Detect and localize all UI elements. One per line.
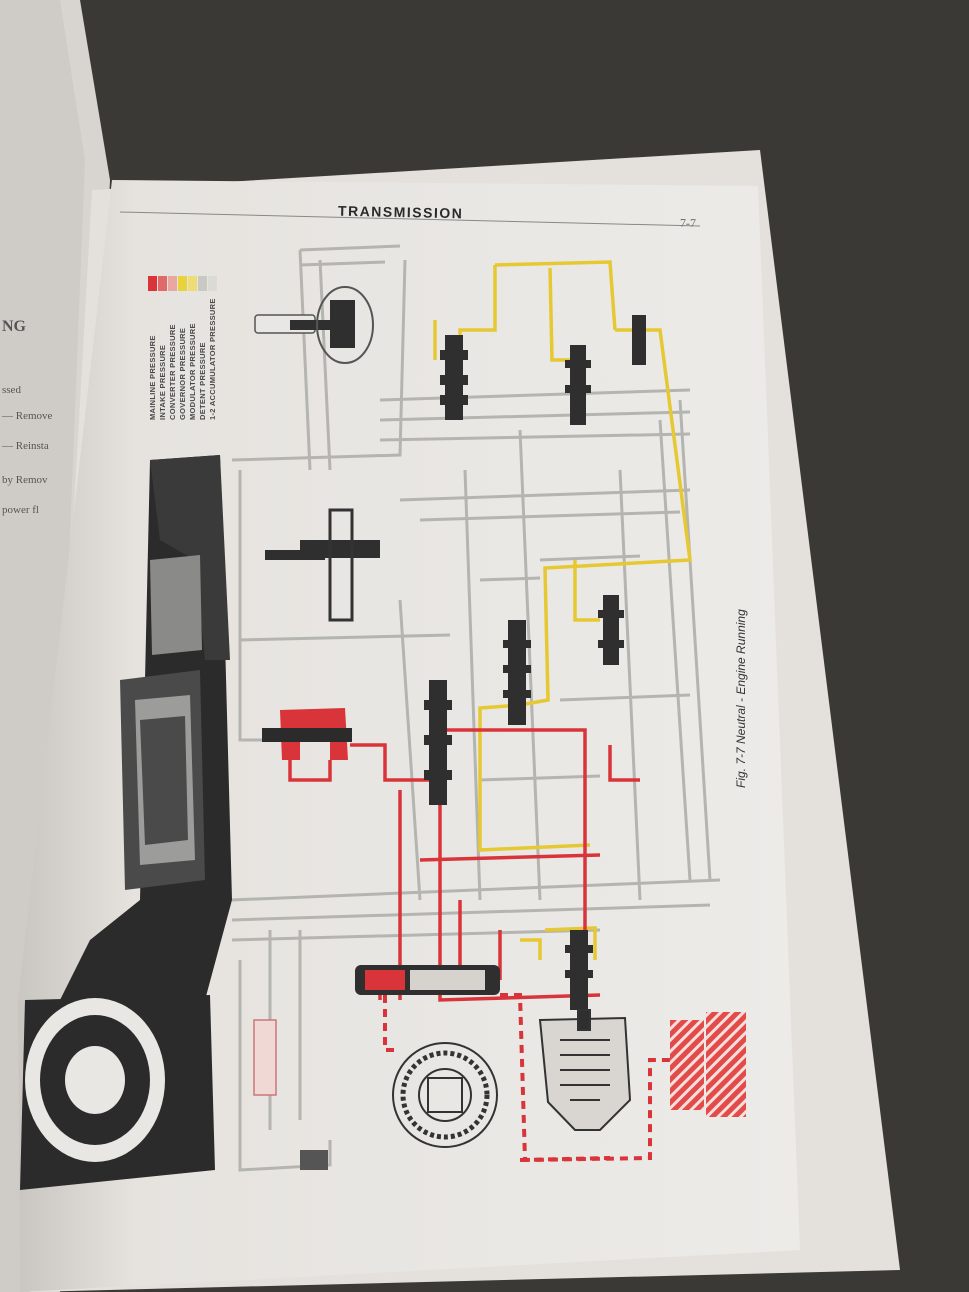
legend-label-detent: DETENT PRESSURE (198, 342, 207, 420)
pressure-regulator (355, 965, 500, 995)
left-page-snippet: NG (2, 318, 26, 335)
left-page-snippet: power fl (2, 504, 39, 516)
valves (254, 286, 646, 1010)
page-number: 7-7 (679, 215, 697, 231)
left-page-snippet: ssed (2, 384, 21, 396)
cooler (253, 1019, 277, 1096)
transmission-case (20, 455, 232, 1190)
legend-label-accumulator: 1-2 ACCUMULATOR PRESSURE (208, 298, 217, 420)
left-page-snippet: by Remov (2, 474, 48, 486)
red-clutch (262, 708, 352, 760)
modulator (538, 1009, 632, 1131)
legend-label-converter: CONVERTER PRESSURE (168, 324, 177, 420)
left-page-snippet: — Remove (2, 410, 53, 422)
legend-swatch-accumulator (208, 276, 217, 291)
vacuum-box-1 (670, 1020, 704, 1110)
legend-swatch-governor (178, 276, 187, 291)
legend-swatch-detent (198, 276, 207, 291)
legend-label-governor: GOVERNOR PRESSURE (178, 327, 187, 420)
intake-lines (383, 993, 680, 1163)
legend-swatch-mainline (148, 276, 157, 291)
fitting (300, 1150, 328, 1170)
figure-caption: Fig. 7-7 Neutral - Engine Running (734, 609, 748, 788)
yellow-lines (433, 260, 692, 960)
legend-swatch-converter (168, 276, 177, 291)
legend-swatches (148, 276, 217, 291)
legend-label-modulator: MODULATOR PRESSURE (188, 323, 197, 420)
legend-swatch-modulator (188, 276, 197, 291)
pump-gear (392, 1042, 498, 1148)
page-header-title: TRANSMISSION (337, 202, 464, 222)
legend-label-mainline: MAINLINE PRESSURE (148, 335, 157, 420)
legend-swatch-intake (158, 276, 167, 291)
vacuum-box-2 (706, 1012, 746, 1117)
left-page-snippet: — Reinsta (2, 440, 49, 452)
legend-label-intake: INTAKE PRESSURE (158, 344, 167, 420)
